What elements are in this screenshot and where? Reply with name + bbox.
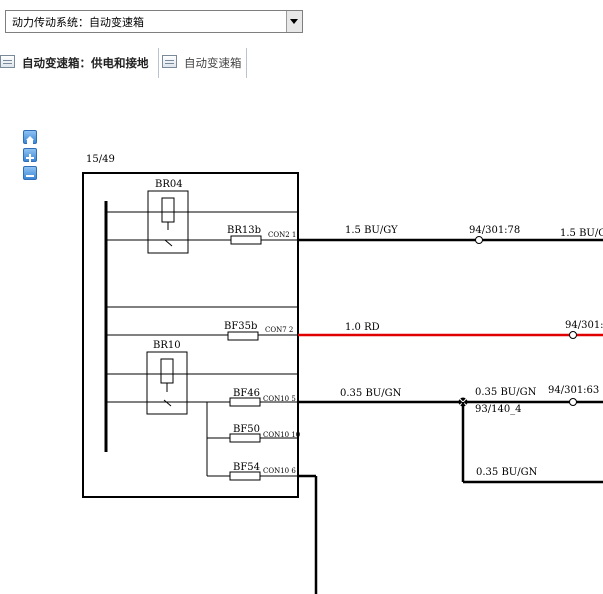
diagram-icon — [0, 55, 15, 68]
fuse-label: BR13b — [227, 225, 261, 236]
relay-label: BR10 — [153, 340, 181, 351]
connector-pin — [475, 236, 483, 244]
connection-label: 94/301:63 — [548, 385, 599, 396]
connector-label: CON10 5 — [263, 395, 296, 403]
connector-pin — [569, 331, 577, 339]
wire-label: 1.5 BU/G — [560, 228, 603, 239]
page-number: 15/49 — [86, 154, 115, 165]
tab-label: 自动变速箱：供电和接地 — [22, 56, 149, 70]
connection-label: 94/301: — [565, 320, 603, 331]
connector-label: CON10 6 — [263, 467, 296, 475]
wire-label: 0.35 BU/GN — [476, 467, 538, 478]
tab-label: 自动变速箱 — [184, 56, 242, 70]
tab-transmission[interactable]: 自动变速箱 — [162, 48, 246, 78]
home-icon[interactable] — [23, 130, 37, 144]
wire-label: 1.5 BU/GY — [345, 225, 398, 236]
relay-br10 — [146, 351, 188, 415]
tab-divider — [158, 48, 159, 78]
relay-br04 — [147, 190, 189, 254]
fuse-label: BF35b — [224, 321, 257, 332]
zoom-in-icon[interactable] — [23, 148, 37, 162]
zoom-out-icon[interactable] — [23, 166, 37, 180]
system-select[interactable]: 动力传动系统：自动变速箱 — [5, 10, 303, 33]
system-select-value: 动力传动系统：自动变速箱 — [12, 16, 144, 29]
relay-label: BR04 — [155, 179, 183, 190]
connector-label: CON7 2 — [265, 326, 293, 334]
chevron-down-icon[interactable] — [286, 11, 302, 32]
fuse-label: BF46 — [233, 388, 260, 399]
fuse-bf54 — [229, 471, 261, 481]
connector-label: CON10 10 — [263, 431, 300, 439]
connector-label: CON2 1 — [268, 231, 296, 239]
fuse-bf35b — [227, 331, 259, 341]
tab-divider — [246, 48, 247, 78]
diagram-icon — [162, 55, 177, 68]
fuse-bf50 — [229, 433, 261, 443]
connector-pin — [569, 398, 577, 406]
tab-power-ground[interactable]: 自动变速箱：供电和接地 — [0, 48, 158, 78]
connection-label: 94/301:78 — [469, 225, 520, 236]
wire-label: 1.0 RD — [345, 322, 380, 333]
fuse-bf46 — [229, 397, 261, 407]
fuse-label: BF50 — [233, 424, 260, 435]
wire-label: 0.35 BU/GN — [340, 388, 402, 399]
relay-coil — [160, 358, 174, 384]
relay-coil — [161, 197, 175, 223]
fuse-br13b — [230, 235, 262, 245]
wire-label: 0.35 BU/GN — [475, 387, 537, 398]
connection-label: 93/140_4 — [475, 404, 522, 415]
fuse-label: BF54 — [233, 462, 260, 473]
